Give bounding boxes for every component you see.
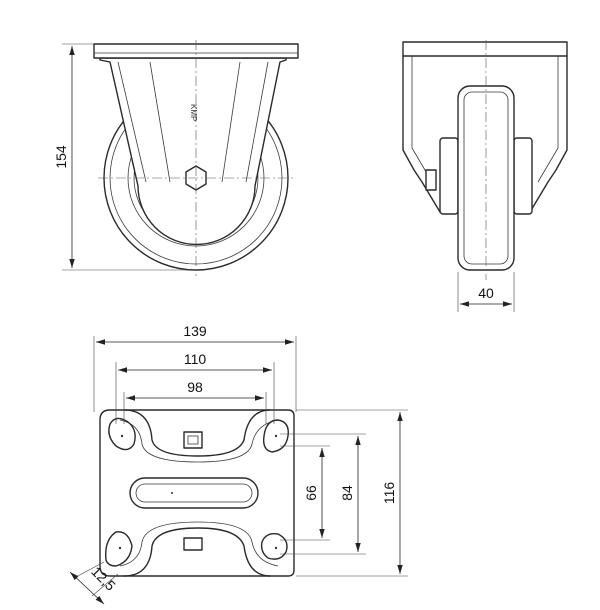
- bottom-nut: [183, 537, 203, 551]
- top-view: 139 110 98 116 84 66 12,5: [69, 323, 408, 605]
- mounting-hole-bottom-left: [105, 531, 133, 567]
- dimension-110: 110: [184, 351, 207, 367]
- dimension-154: 154: [53, 145, 69, 169]
- front-axle-boss-right: [513, 137, 533, 215]
- front-axle-boss-left: [439, 137, 459, 215]
- plate-outline: [99, 409, 295, 577]
- dimension-98: 98: [187, 379, 203, 395]
- plate-inner-profile: [123, 409, 271, 577]
- mounting-hole-top-left: [108, 417, 136, 451]
- dimension-40: 40: [478, 285, 494, 301]
- dimension-139: 139: [183, 323, 207, 339]
- dimension-116: 116: [381, 482, 397, 505]
- side-view: KMP 154: [53, 40, 299, 276]
- side-fork: [99, 57, 287, 246]
- mounting-hole-bottom-right: [260, 532, 288, 560]
- dimension-84: 84: [339, 485, 355, 501]
- mounting-hole-top-right: [262, 419, 289, 453]
- front-view: 40: [402, 40, 568, 312]
- top-nut: [183, 431, 203, 449]
- front-axle-bolt: [425, 169, 437, 191]
- center-slot: [129, 477, 259, 509]
- front-top-plate: [402, 41, 568, 57]
- brand-mark: KMP: [189, 104, 198, 121]
- front-fork: [402, 55, 441, 213]
- dimension-66: 66: [303, 485, 319, 501]
